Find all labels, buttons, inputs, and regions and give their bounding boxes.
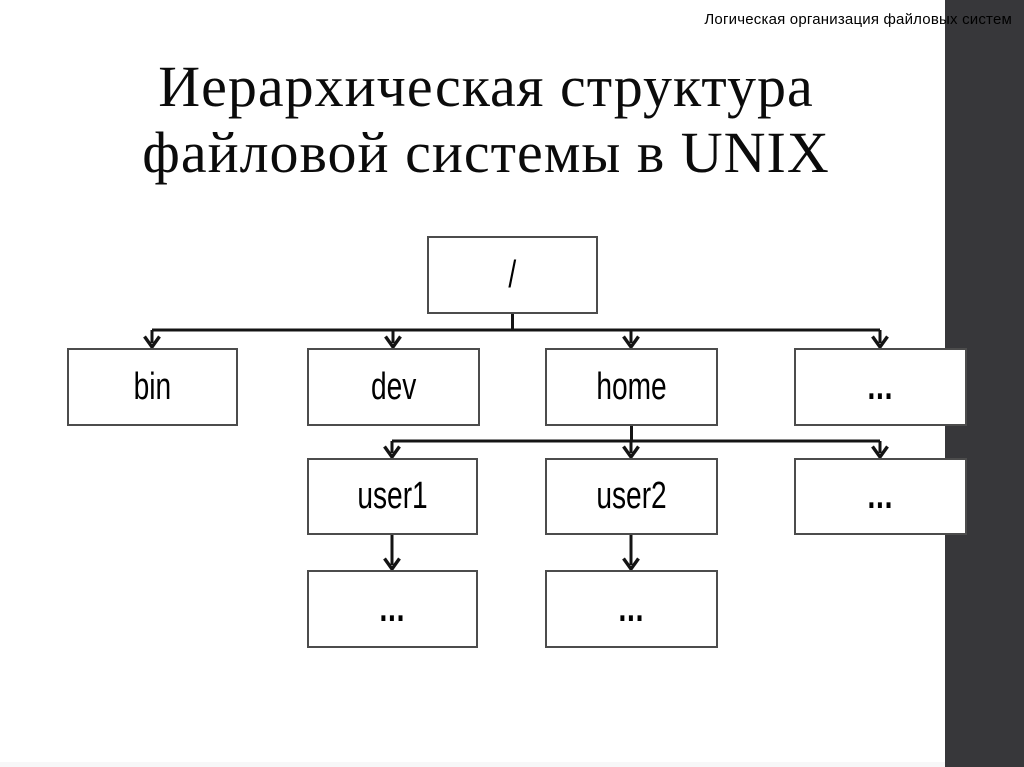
node-user1: user1 [307, 458, 478, 535]
node-dev-label: dev [370, 365, 417, 408]
node-user2: user2 [545, 458, 718, 535]
node-ellipsis-level3: ... [794, 458, 967, 535]
node-root-label: / [508, 253, 517, 296]
node-home-label: home [596, 365, 667, 408]
section-header-note: Логическая организация файловых систем [704, 11, 1012, 28]
node-ellipsis-level2-label: ... [867, 365, 894, 408]
node-user1-label: user1 [357, 475, 428, 517]
node-user2-label: user2 [596, 475, 667, 517]
node-ellipsis-level3-label: ... [867, 475, 894, 517]
node-root: / [427, 236, 598, 314]
slide-bottom-edge [0, 762, 945, 767]
node-dev: dev [307, 348, 480, 426]
slide-title: Иерархическая структура файловой системы… [30, 54, 942, 186]
node-ellipsis-user1-label: ... [379, 587, 406, 630]
slide-title-line2: файловой системы в UNIX [142, 120, 830, 185]
node-home: home [545, 348, 718, 426]
slide-title-line1: Иерархическая структура [158, 54, 814, 119]
node-bin-label: bin [133, 365, 172, 408]
node-ellipsis-user1: ... [307, 570, 478, 648]
node-ellipsis-user2-label: ... [618, 587, 645, 630]
node-ellipsis-level2: ... [794, 348, 967, 426]
node-bin: bin [67, 348, 238, 426]
node-ellipsis-user2: ... [545, 570, 718, 648]
